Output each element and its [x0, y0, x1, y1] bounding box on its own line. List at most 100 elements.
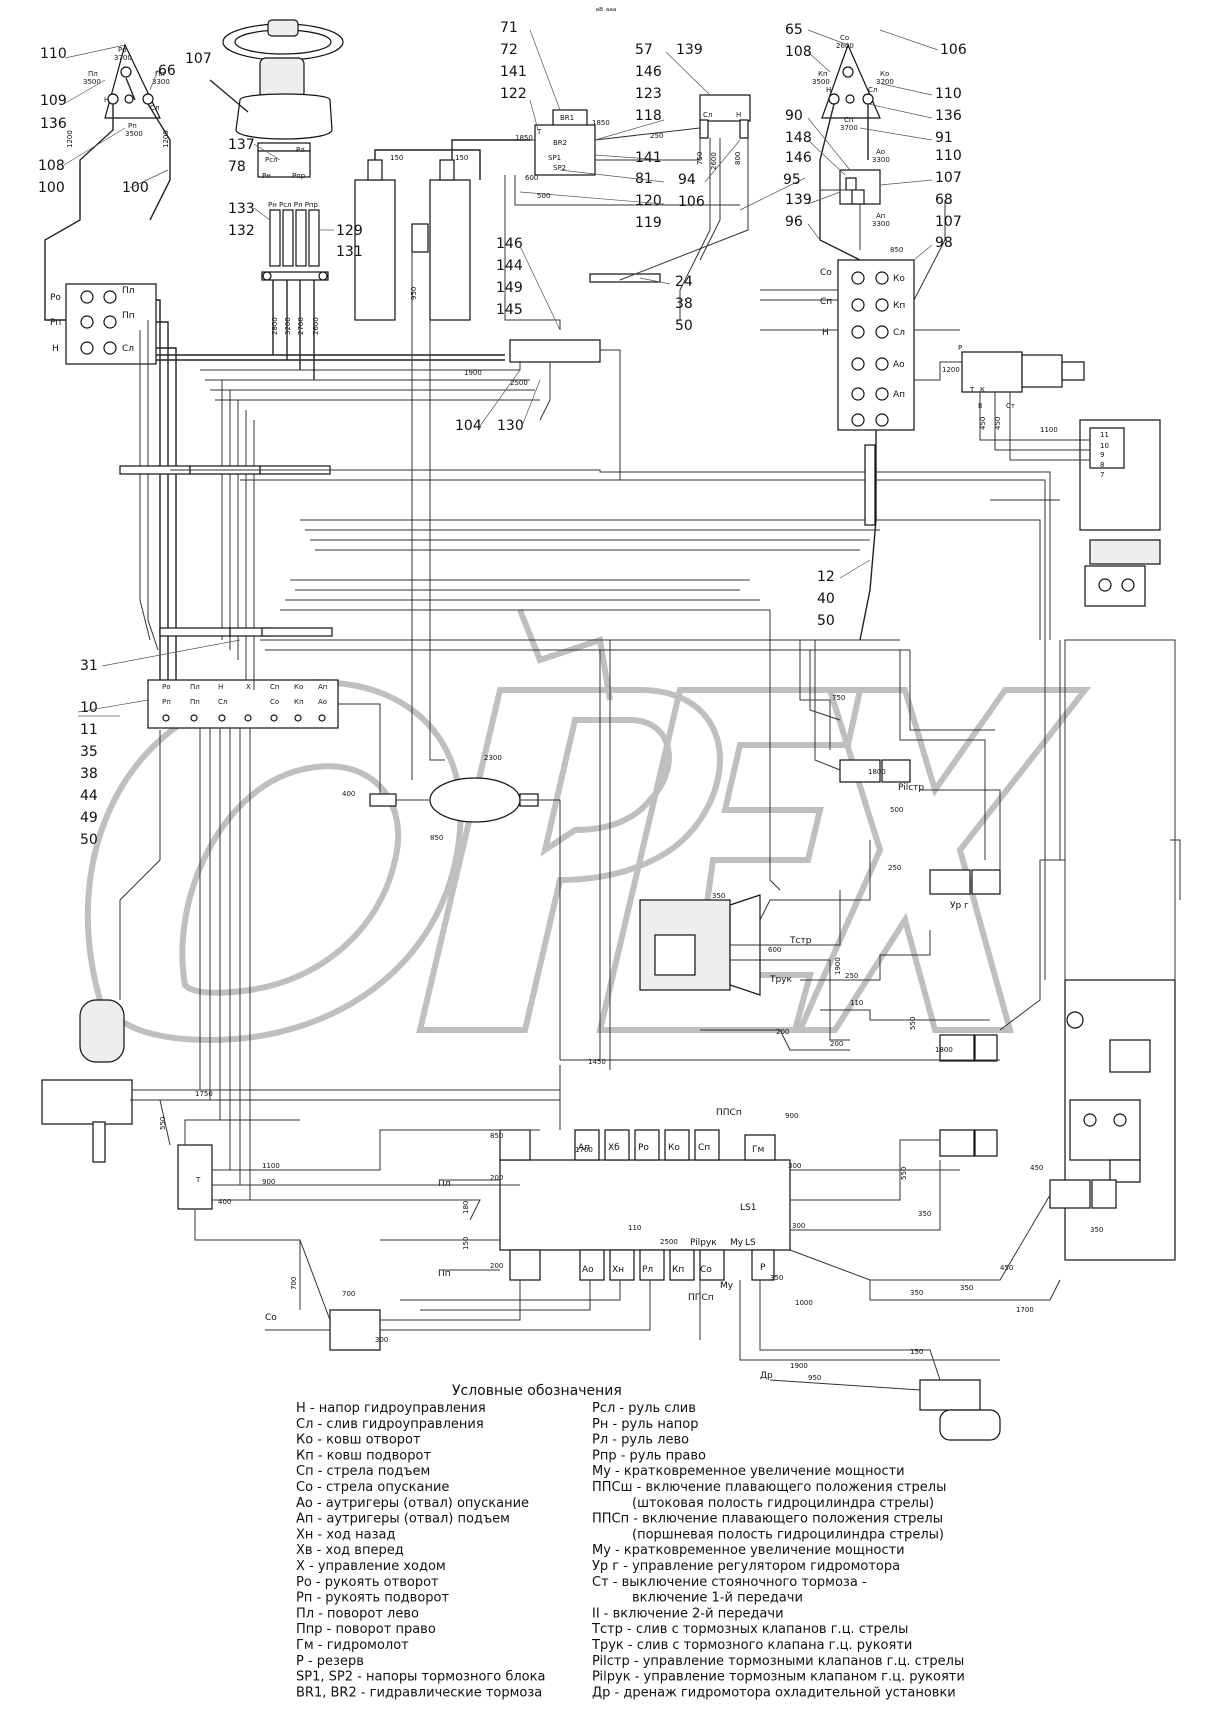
legend-entry: Pilрук - управление тормозным клапаном г… — [592, 1670, 965, 1685]
svg-text:10: 10 — [1100, 442, 1109, 450]
legend-entry: Рл - руль лево — [592, 1433, 689, 1448]
dim: 1700 — [575, 1146, 593, 1154]
svg-text:ППСп: ППСп — [688, 1293, 714, 1303]
dim: 1850 — [515, 134, 533, 142]
dim: 850 — [430, 834, 443, 842]
legend-entry: Рн - руль напор — [592, 1417, 699, 1432]
legend-entry: (штоковая полость гидроцилиндра стрелы) — [632, 1496, 934, 1511]
svg-text:Гм: Гм — [752, 1145, 764, 1155]
legend-entry: Ур г - управление регулятором гидромотор… — [592, 1559, 900, 1574]
dim: 2600 — [312, 317, 320, 335]
svg-text:Сл: Сл — [150, 104, 159, 112]
dim: 1800 — [935, 1046, 953, 1054]
callout: 11 — [80, 722, 98, 738]
dim: 1000 — [795, 1299, 813, 1307]
legend-entry: Тстр - слив с тормозных клапанов г.ц. ст… — [591, 1622, 908, 1637]
svg-text:3300: 3300 — [872, 220, 890, 228]
callout: 110 — [935, 148, 962, 164]
legend-entry: (поршневая полость гидроцилиндра стрелы) — [632, 1527, 944, 1542]
svg-text:Ап: Ап — [893, 390, 905, 400]
svg-text:Сл: Сл — [218, 698, 227, 706]
callout: 50 — [817, 613, 835, 629]
callout: 68 — [935, 192, 953, 208]
dim: 450 — [994, 417, 1002, 430]
legend-entry: II - включение 2-й передачи — [592, 1606, 784, 1621]
svg-text:Pilрук: Pilрук — [690, 1238, 717, 1248]
svg-text:Рн Рсл Рл Рпр: Рн Рсл Рл Рпр — [268, 201, 319, 209]
svg-text:Со: Со — [270, 698, 279, 706]
legend-entry: Ко - ковш отворот — [296, 1433, 421, 1448]
header-mark: ᵃᴮ ᵃᵃᵃ — [596, 7, 617, 17]
callout: 57 — [635, 42, 653, 58]
svg-text:Ап: Ап — [578, 1143, 590, 1153]
legend-entry: Ао - аутригеры (отвал) опускание — [296, 1496, 529, 1511]
callout: 40 — [817, 591, 835, 607]
callout: 78 — [228, 159, 246, 175]
dim: 950 — [808, 1374, 821, 1382]
dim: 1900 — [790, 1362, 808, 1370]
svg-text:Пл: Пл — [438, 1179, 451, 1189]
callout: 106 — [940, 42, 967, 58]
svg-text:8: 8 — [1100, 461, 1104, 469]
right-valves: Ур г — [839, 759, 1117, 1209]
svg-text:Ап: Ап — [876, 212, 885, 220]
dim: 500 — [890, 806, 903, 814]
callout: 119 — [635, 215, 662, 231]
dim: 1450 — [588, 1058, 606, 1066]
svg-text:11: 11 — [1100, 431, 1109, 439]
dim: 950 — [410, 287, 418, 300]
dim: 2800 — [271, 317, 279, 335]
svg-text:Рпр: Рпр — [292, 172, 306, 180]
callout: 71 — [500, 20, 518, 36]
svg-text:Сп: Сп — [270, 683, 279, 691]
svg-text:Му: Му — [730, 1238, 744, 1248]
dim: 450 — [1000, 1264, 1013, 1272]
svg-text:LS1: LS1 — [740, 1203, 756, 1213]
callout: 145 — [496, 302, 523, 318]
dim: 400 — [342, 790, 355, 798]
dim: 1200 — [942, 366, 960, 374]
callout: 129 — [336, 223, 363, 239]
callouts-right: 65 106 108 110 136 91 110 90 148 107 146… — [785, 22, 967, 629]
svg-text:Ро: Ро — [638, 1143, 649, 1153]
svg-text:Ао: Ао — [876, 148, 885, 156]
svg-text:Pilстр: Pilстр — [898, 783, 924, 793]
callout: 137 — [228, 137, 255, 153]
svg-text:Рн: Рн — [262, 172, 271, 180]
callout: 118 — [635, 108, 662, 124]
svg-text:Ро: Ро — [50, 293, 61, 303]
svg-text:Н: Н — [104, 96, 109, 104]
svg-text:3300: 3300 — [872, 156, 890, 164]
legend-entry: Му - кратковременное увеличение мощности — [592, 1543, 905, 1558]
svg-text:Ко: Ко — [880, 70, 889, 78]
legend-entry: Кп - ковш подворот — [296, 1448, 431, 1463]
callout: 38 — [675, 296, 693, 312]
dim: 1100 — [262, 1162, 280, 1170]
svg-text:3300: 3300 — [152, 78, 170, 86]
legend-entry: Хн - ход назад — [296, 1527, 395, 1542]
dim: 850 — [490, 1132, 503, 1140]
svg-text:Х: Х — [246, 683, 251, 691]
svg-text:Н: Н — [218, 683, 223, 691]
dim: 1850 — [592, 119, 610, 127]
dim: 750 — [832, 694, 845, 702]
svg-text:Кп: Кп — [672, 1265, 684, 1275]
steering-sleeves: Рн Рсл Рл Рпр — [261, 201, 329, 281]
legend-entry: Сл - слив гидроуправления — [296, 1417, 484, 1432]
callout: 49 — [80, 810, 98, 826]
callout: 139 — [785, 192, 812, 208]
svg-text:Сп: Сп — [698, 1143, 710, 1153]
svg-text:ППСп: ППСп — [716, 1108, 742, 1118]
svg-text:Со: Со — [820, 268, 832, 278]
svg-text:SP2: SP2 — [553, 164, 566, 172]
callout: 146 — [785, 150, 812, 166]
callout: 24 — [675, 274, 693, 290]
svg-text:Сл: Сл — [703, 111, 712, 119]
callout: 35 — [80, 744, 98, 760]
callout: 141 — [635, 150, 662, 166]
dim: 750 — [696, 152, 704, 165]
dim: 300 — [788, 1162, 801, 1170]
svg-text:Ао: Ао — [893, 360, 905, 370]
dim: 350 — [1090, 1226, 1103, 1234]
